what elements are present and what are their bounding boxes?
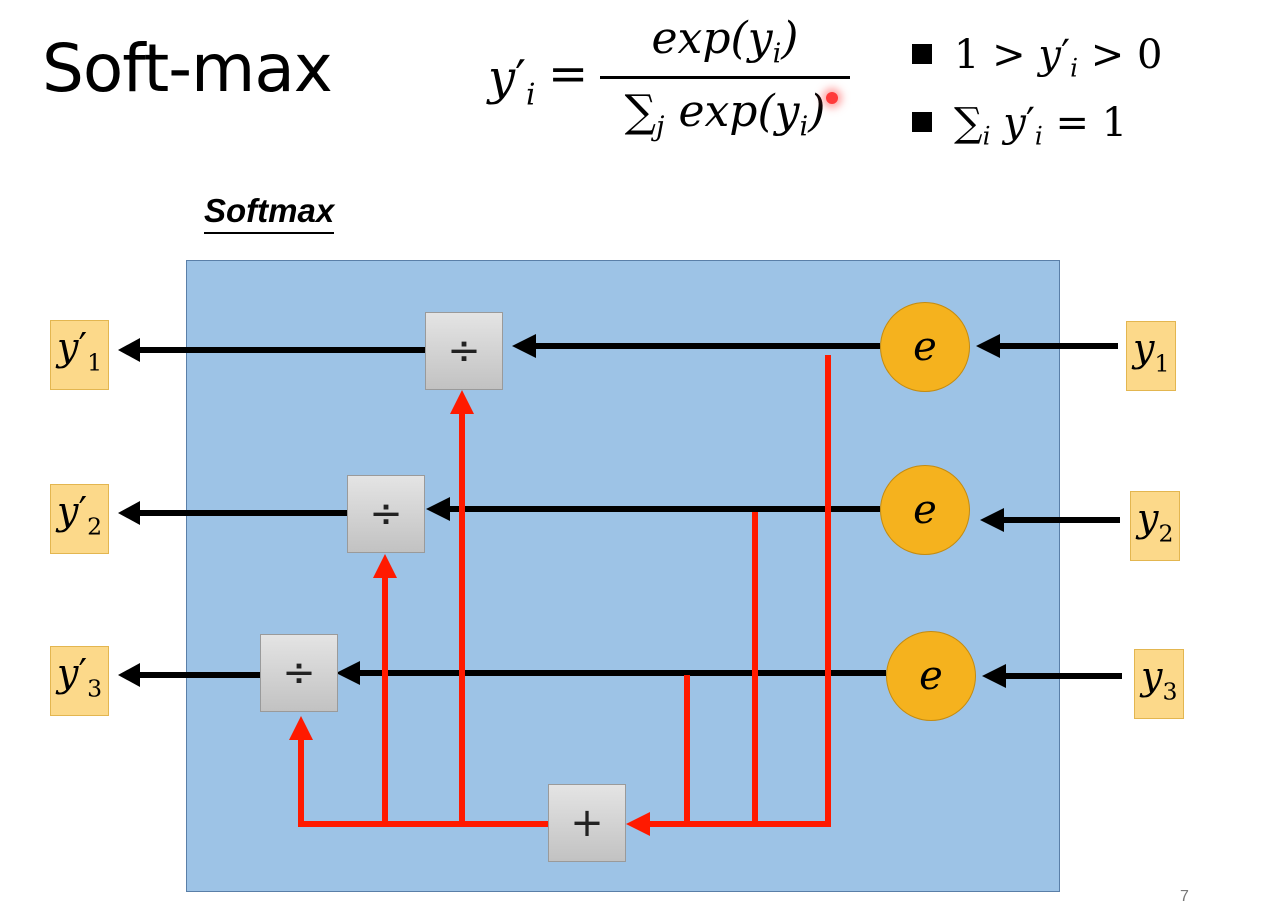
- arrowhead-icon: [289, 716, 313, 740]
- divide-node-3: ÷: [260, 634, 338, 712]
- exp-node-1: e: [880, 302, 970, 392]
- bullet-square-icon: [912, 44, 932, 64]
- arrowhead-icon: [373, 554, 397, 578]
- page-number: 7: [1180, 888, 1189, 905]
- arrowhead-icon: [982, 664, 1006, 688]
- input-tag-2: y2: [1130, 491, 1181, 561]
- output-tag-2: y′2: [50, 484, 110, 554]
- formula-numerator: exp(yi): [651, 13, 799, 70]
- sum-node: +: [548, 784, 626, 862]
- formula-fraction: exp(yi) ∑j exp(yi): [600, 10, 850, 157]
- arrowhead-icon: [626, 812, 650, 836]
- input-tag-1: y1: [1126, 321, 1177, 391]
- diagram-label: Softmax: [204, 192, 335, 234]
- formula-denominator: ∑j exp(yi): [624, 86, 826, 143]
- arrowhead-icon: [512, 334, 536, 358]
- bullet-square-icon: [912, 111, 932, 132]
- exp-node-2: e: [880, 465, 970, 555]
- arrowhead-icon: [426, 497, 450, 521]
- divide-node-2: ÷: [347, 475, 425, 553]
- input-tag-3: y3: [1134, 649, 1185, 719]
- arrowhead-icon: [336, 661, 360, 685]
- slide-title: Soft-max: [42, 30, 333, 107]
- exp-node-3: e: [886, 631, 976, 721]
- properties-list: 1 > y′i > 0 ∑i y′i = 1: [912, 28, 1162, 163]
- arrowhead-icon: [118, 663, 140, 687]
- arrowhead-icon: [450, 390, 474, 414]
- formula-lhs: y′i: [488, 50, 536, 113]
- laser-pointer-dot: [826, 92, 838, 104]
- arrowhead-icon: [118, 338, 140, 362]
- property-sum: ∑i y′i = 1: [912, 96, 1162, 164]
- fraction-bar: [600, 76, 850, 79]
- property-range: 1 > y′i > 0: [912, 28, 1162, 96]
- arrowhead-icon: [980, 508, 1004, 532]
- output-tag-3: y′3: [50, 646, 110, 716]
- arrowhead-icon: [976, 334, 1000, 358]
- divide-node-1: ÷: [425, 312, 503, 390]
- arrowhead-icon: [118, 501, 140, 525]
- formula-equals: =: [548, 46, 589, 102]
- output-tag-1: y′1: [50, 320, 110, 390]
